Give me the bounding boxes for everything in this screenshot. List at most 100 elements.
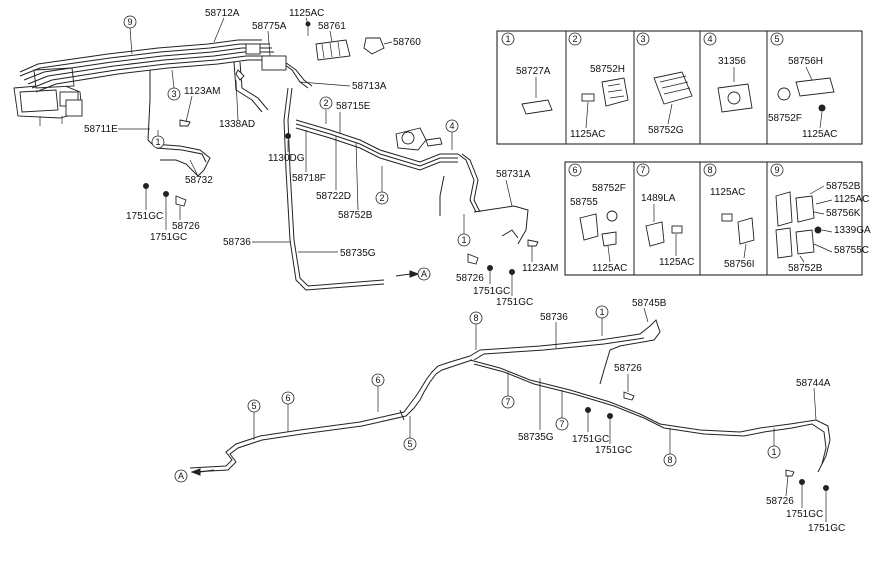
arrow-a-top-label: A [421,269,427,279]
detail-panels-top: 1 58727A 2 58752H 1125AC 3 58752G 4 3135… [496,30,863,145]
svg-text:8: 8 [667,455,672,465]
panel-7-part-1125AC: 1125AC [659,257,694,268]
label-58722D: 58722D [316,191,351,202]
label-58726-a: 58726 [172,221,200,232]
svg-text:5: 5 [407,439,412,449]
panel-2: 2 58752H 1125AC [568,32,629,140]
arrow-a-bottom-label: A [178,471,184,481]
clip-callouts: 9 1 2 2 3 4 1 1 8 1 6 5 6 5 7 7 8 [123,15,781,467]
panel-9-part-1339GA: 1339GA [834,225,871,236]
panel-6-part-58755: 58755 [570,197,598,208]
rear-tube-run [189,319,831,473]
svg-text:1: 1 [505,34,510,44]
svg-text:6: 6 [285,393,290,403]
label-58726-b: 58726 [456,273,484,284]
panel-8-part-1125AC: 1125AC [710,187,745,198]
fasteners [143,69,829,491]
callout: 9 [123,15,137,55]
label-58735G-b: 58735G [518,432,554,443]
panel-5-part-58756H: 58756H [788,56,823,67]
label-58712A: 58712A [205,8,240,19]
panel-9: 9 58752B 1125AC 58756K 1339GA 58755C 587… [770,163,871,274]
label-1751GC-g: 1751GC [786,509,823,520]
panel-3-part-58752G: 58752G [648,125,684,136]
label-1751GC-b: 1751GC [150,232,187,243]
svg-text:3: 3 [171,89,176,99]
panel-9-part-58752B-top: 58752B [826,181,861,192]
label-58711E: 58711E [84,124,118,135]
label-1123AM-b: 1123AM [522,263,559,274]
svg-text:5: 5 [774,34,779,44]
panel-9-part-1125AC: 1125AC [834,194,869,205]
label-58760: 58760 [393,37,421,48]
svg-text:4: 4 [707,34,712,44]
label-1130DG: 1130DG [268,153,305,164]
label-58745B: 58745B [632,298,667,309]
callout: 1 [457,214,471,247]
panel-5-part-58752F: 58752F [768,113,802,124]
part-labels: 58712A 1125AC 58775A 58761 58760 58713A … [84,8,845,534]
callout: 3 [167,69,181,101]
label-58752B-mid: 58752B [338,210,373,221]
callout: 7 [555,390,569,431]
panel-6-part-58752F: 58752F [592,183,626,194]
panel-1: 1 58727A [501,32,553,115]
callout: 6 [371,373,385,412]
svg-text:1: 1 [771,447,776,457]
label-58736-a: 58736 [223,237,251,248]
svg-text:9: 9 [774,165,779,175]
panel-6-part-1125AC: 1125AC [592,263,627,274]
panel-8-part-58756I: 58756I [724,259,755,270]
label-58736-b: 58736 [540,312,568,323]
label-58732: 58732 [185,175,213,186]
label-1338AD: 1338AD [219,119,255,130]
panel-9-part-58755C: 58755C [834,245,869,256]
callout: 1 [151,130,165,149]
label-1751GC-e: 1751GC [572,434,609,445]
label-58726-c: 58726 [614,363,642,374]
label-1125AC-top: 1125AC [289,8,324,19]
label-58715E: 58715E [336,101,371,112]
label-1751GC-h: 1751GC [808,523,845,534]
label-58744A: 58744A [796,378,831,389]
svg-text:1: 1 [599,307,604,317]
callout: 1 [595,305,609,336]
svg-text:1: 1 [155,137,160,147]
label-58726-d: 58726 [766,496,794,507]
middle-tube-runs [151,87,529,291]
callout: 2 [319,96,333,124]
arrow-a-bottom: A [174,468,215,483]
panel-4-part-31356: 31356 [718,56,746,67]
svg-text:7: 7 [640,165,645,175]
svg-text:8: 8 [707,165,712,175]
label-1123AM-a: 1123AM [184,86,221,97]
label-58761: 58761 [318,21,346,32]
label-58713A: 58713A [352,81,387,92]
callout: 1 [767,428,781,459]
svg-text:7: 7 [559,419,564,429]
callout: 5 [403,416,417,451]
callout: 8 [469,311,483,350]
svg-text:2: 2 [323,98,328,108]
panel-4: 4 31356 [703,32,753,113]
panel-6: 6 58752F 58755 1125AC [568,163,627,274]
svg-text:6: 6 [572,165,577,175]
panel-7: 7 1489LA 1125AC [636,163,694,268]
panel-2-part-1125AC: 1125AC [570,129,605,140]
svg-text:1: 1 [461,235,466,245]
callout: 7 [501,372,515,409]
label-1751GC-d: 1751GC [496,297,533,308]
svg-text:6: 6 [375,375,380,385]
detail-panels-bottom: 6 58752F 58755 1125AC 7 1489LA 1125AC 8 … [564,161,871,276]
label-1751GC-f: 1751GC [595,445,632,456]
callout: 8 [663,428,677,467]
svg-text:9: 9 [127,17,132,27]
svg-text:2: 2 [379,193,384,203]
panel-5-part-1125AC: 1125AC [802,129,837,140]
front-tube-bundle [19,39,313,145]
panel-1-part-58727A: 58727A [516,66,551,77]
svg-text:3: 3 [640,34,645,44]
label-1751GC-c: 1751GC [473,286,510,297]
panel-9-part-58752B-bottom: 58752B [788,263,823,274]
